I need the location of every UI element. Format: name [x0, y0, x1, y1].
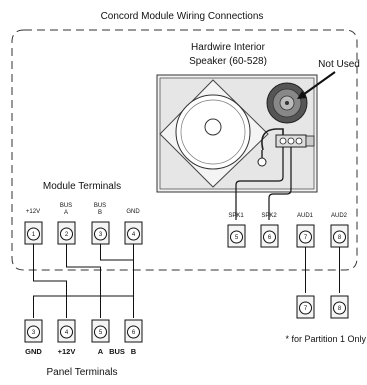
module-terminals-label: Module Terminals: [43, 181, 121, 192]
module-terminal-5-label: SPK1: [228, 213, 244, 219]
module-terminal-8-label: AUD2: [331, 213, 348, 219]
module-terminal-8: 8: [330, 224, 349, 248]
partition-terminal-7-num: 7: [304, 306, 308, 312]
module-terminal-2-num: 2: [65, 232, 69, 238]
panel-terminal-6-num: 6: [132, 330, 136, 336]
speaker-unit: [156, 74, 318, 193]
partition-note: * for Partition 1 Only: [285, 334, 366, 344]
panel-terminal-3: 3: [24, 319, 43, 343]
not-used-arrow: [299, 71, 336, 98]
panel-terminal-6-label: B: [131, 347, 137, 356]
module-terminal-8-num: 8: [338, 235, 342, 241]
module-terminal-2: 2: [57, 221, 76, 245]
module-terminal-6-label: SPK2: [261, 213, 277, 219]
module-terminal-4: 4: [124, 221, 143, 245]
module-terminal-7-label: AUD1: [297, 213, 314, 219]
partition-terminal-8: 8: [330, 295, 349, 319]
wire-12v: [33, 244, 67, 318]
wire-gnd: [33, 244, 134, 318]
module-terminal-1-label: +12V: [26, 209, 40, 215]
panel-terminal-3-num: 3: [32, 330, 36, 336]
bus-wiring: [33, 244, 134, 318]
module-terminal-1: 1: [24, 221, 43, 245]
module-terminal-4-label: GND: [126, 209, 140, 215]
module-terminal-6: 6: [260, 224, 279, 248]
wire-bus-b: [100, 244, 134, 318]
speaker-title-line2: Speaker (60-528): [189, 56, 267, 67]
module-terminal-7: 7: [296, 224, 315, 248]
module-terminal-1-num: 1: [32, 232, 36, 238]
module-terminal-2-sub: A: [64, 210, 68, 216]
module-terminal-3-sub: B: [98, 210, 102, 216]
panel-bus-label: BUS: [109, 347, 125, 356]
panel-terminal-5-label: A: [98, 347, 104, 356]
wire-spk2: [268, 147, 292, 220]
panel-terminals-label: Panel Terminals: [47, 367, 118, 378]
not-used-label: Not Used: [318, 59, 360, 70]
not-used-arrowhead-icon: [297, 91, 307, 99]
partition-terminal-7: 7: [296, 295, 315, 319]
panel-terminal-5: 5: [91, 319, 110, 343]
partition-terminal-8-num: 8: [338, 306, 342, 312]
module-terminal-7-num: 7: [304, 235, 308, 241]
panel-terminal-4-label: +12V: [58, 347, 76, 356]
module-terminal-3-label: BUS: [94, 203, 106, 209]
module-terminal-2-label: BUS: [60, 203, 72, 209]
wire-spk1: [235, 147, 284, 220]
speaker-title-line1: Hardwire Interior: [191, 42, 266, 53]
module-terminal-5-num: 5: [235, 235, 239, 241]
panel-terminal-4-num: 4: [65, 330, 69, 336]
panel-terminal-3-label: GND: [25, 347, 42, 356]
module-terminal-4-num: 4: [132, 232, 136, 238]
module-terminal-3: 3: [91, 221, 110, 245]
module-outline: [11, 29, 358, 271]
module-terminal-6-num: 6: [268, 235, 272, 241]
module-terminal-5: 5: [227, 224, 246, 248]
panel-terminal-4: 4: [57, 319, 76, 343]
wire-bus-a: [66, 244, 101, 318]
module-terminal-3-num: 3: [99, 232, 103, 238]
panel-terminal-6: 6: [124, 319, 143, 343]
panel-terminal-5-num: 5: [99, 330, 103, 336]
diagram-title: Concord Module Wiring Connections: [101, 11, 264, 22]
